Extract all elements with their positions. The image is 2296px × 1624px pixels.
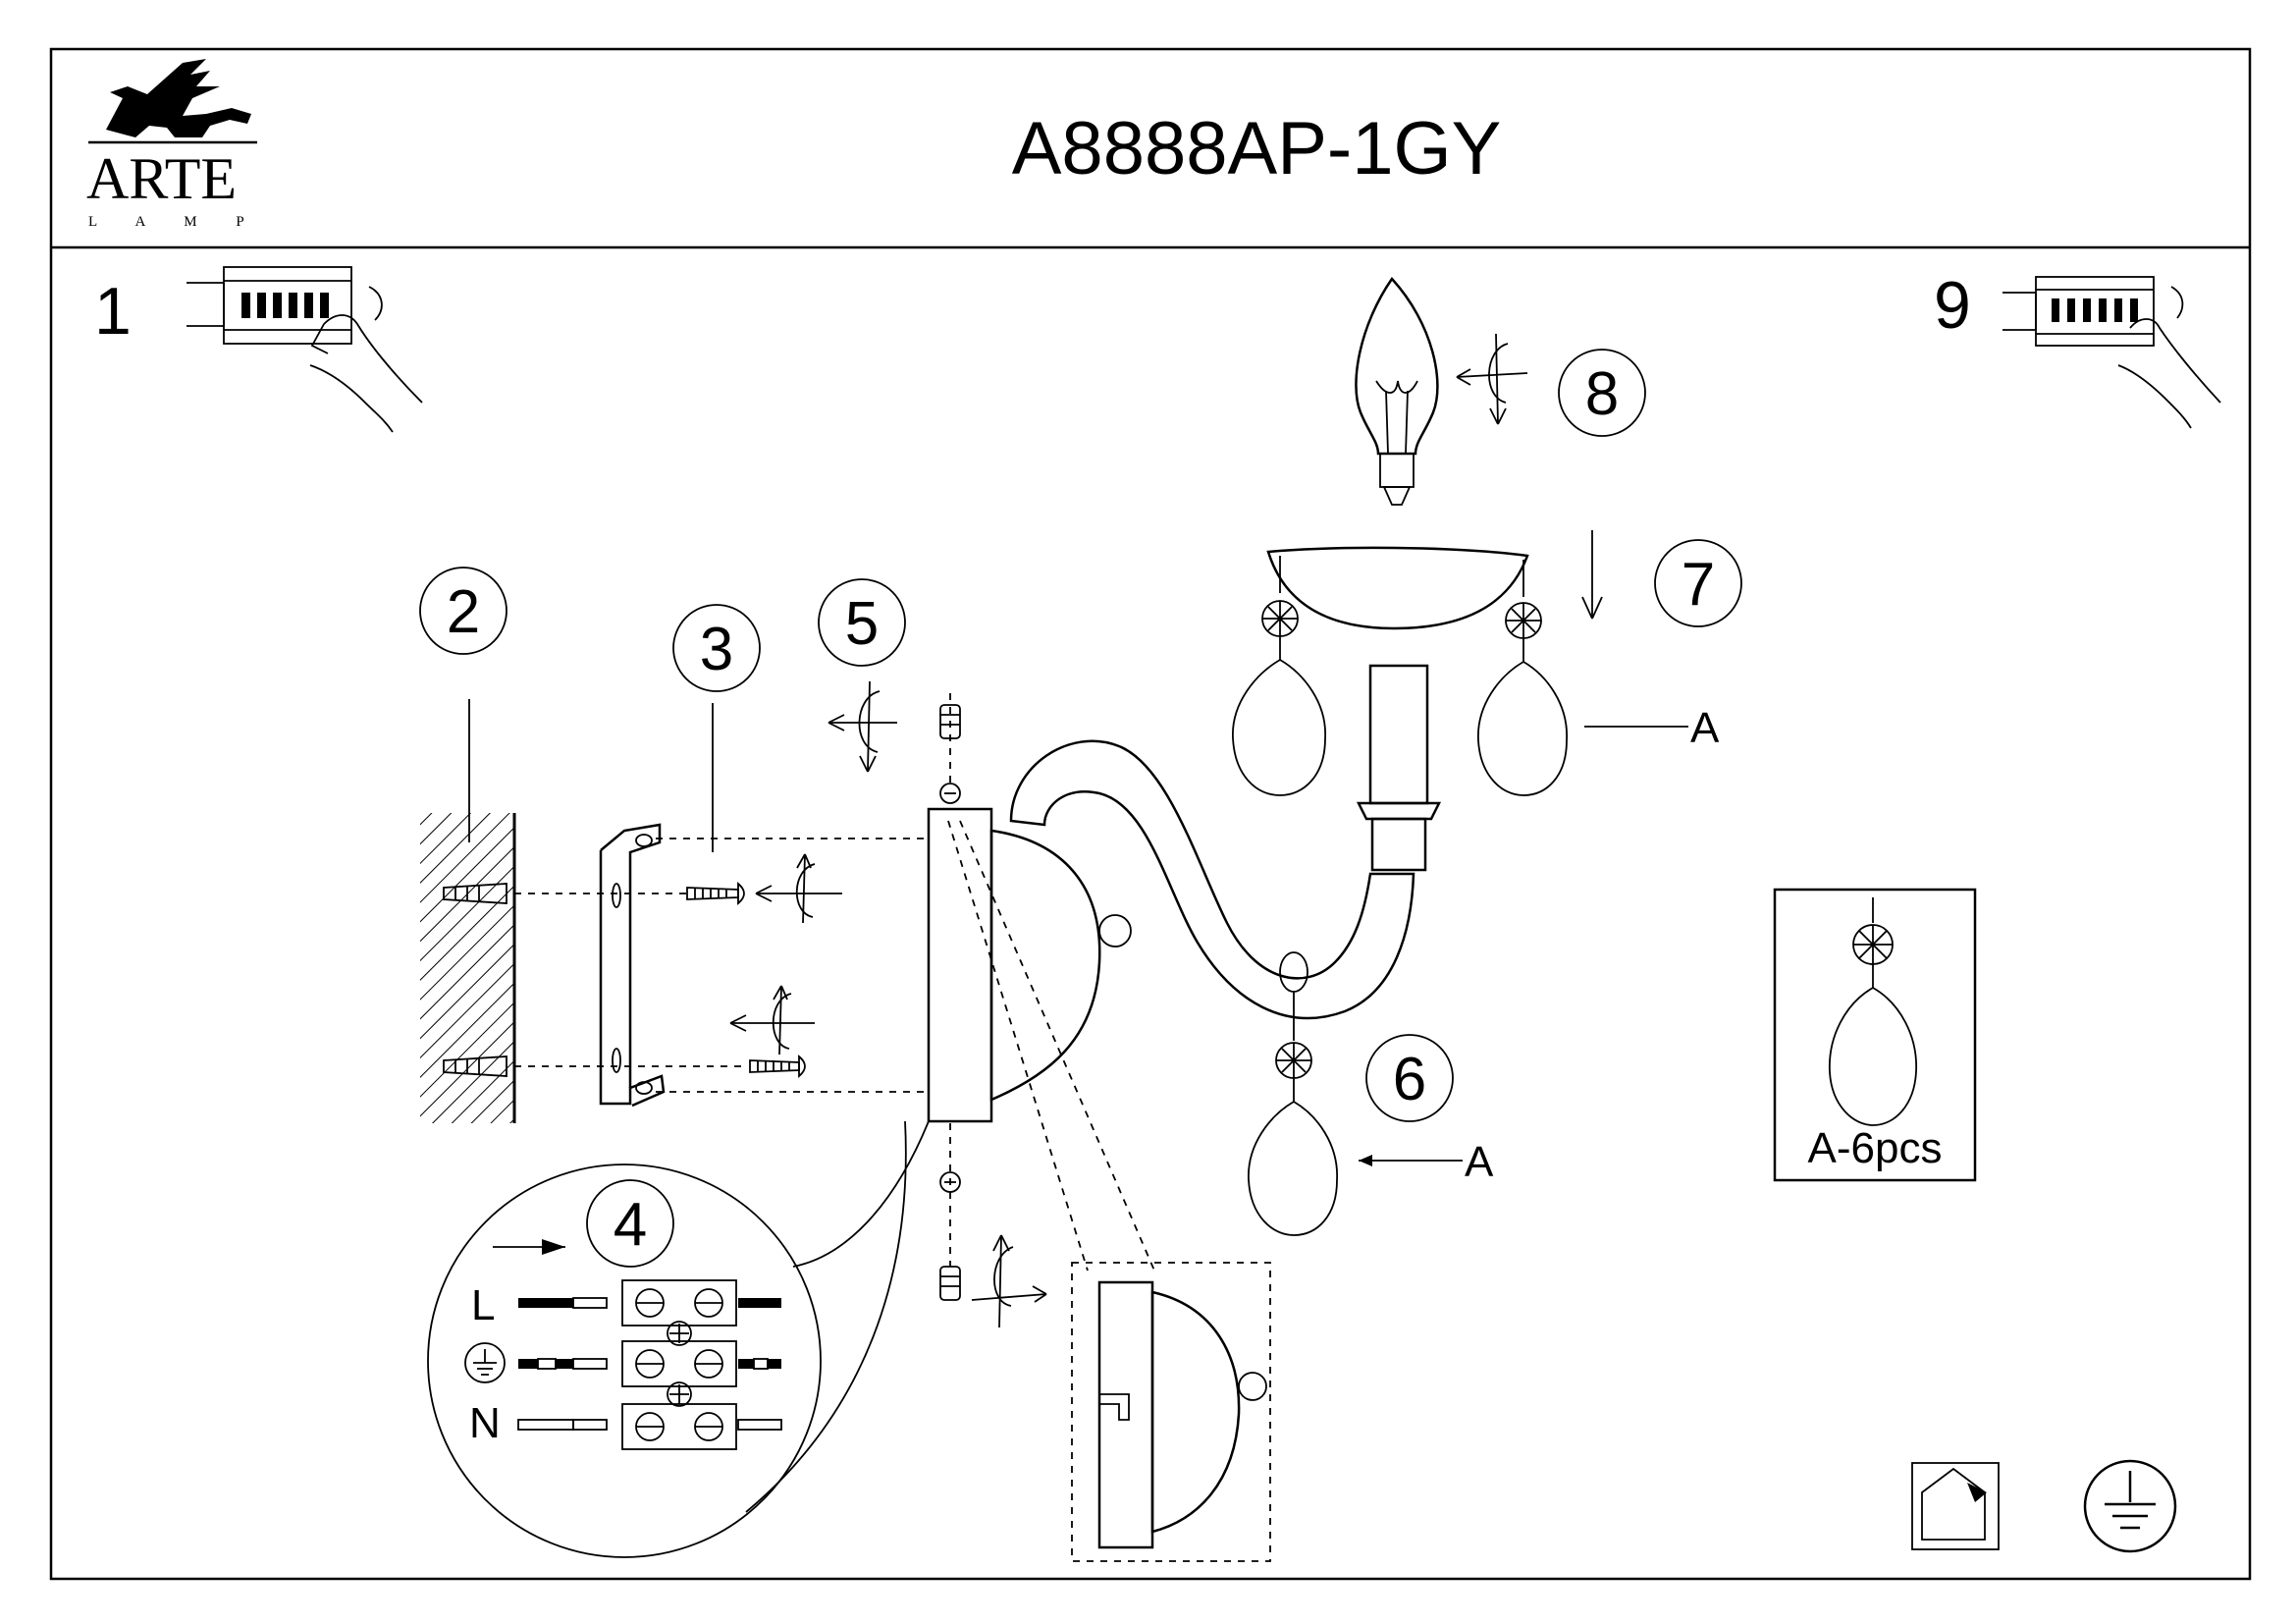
step-8-callout: 8: [1558, 349, 1646, 437]
step-2-callout: 2: [419, 567, 507, 842]
brand-name: ARTE: [86, 146, 237, 211]
pendant-a-label-lower: A: [1465, 1138, 1494, 1186]
model-title: A8888AP-1GY: [1012, 107, 1502, 190]
brand-logo: ARTE L A M P: [86, 59, 262, 230]
outer-frame: [49, 47, 2252, 1581]
drip-pan: [1266, 546, 1529, 630]
step-3-label: 3: [700, 616, 733, 683]
step-7-callout: 7: [1654, 539, 1742, 627]
pendant-crystal-lower: [1248, 992, 1338, 1236]
screw-bottom: [749, 1055, 806, 1078]
step-3-callout: 3: [672, 604, 761, 852]
pendant-count-label: A-6pcs: [1808, 1124, 1943, 1172]
terminal-block: [621, 1279, 737, 1450]
pendant-a-label-upper: A: [1690, 704, 1720, 752]
wall-anchor-bottom: [443, 1056, 507, 1077]
pendant-crystal-right: [1477, 560, 1568, 796]
bulb-icon: [1355, 277, 1439, 506]
candle-sleeve: [1356, 664, 1442, 872]
step-6-label: 6: [1393, 1046, 1426, 1113]
rotate-arrow-icon-3: [971, 1234, 1047, 1328]
magnifier-leader: [792, 1120, 930, 1268]
magnifier-leader-2: [745, 1120, 907, 1513]
wall-hatch: [420, 813, 514, 1123]
pendant-count-box: A-6pcs: [1773, 888, 1977, 1182]
hand-icon-2: [2117, 286, 2221, 429]
cap-screw-bottom: [939, 1123, 961, 1301]
earth-wire: [518, 1358, 781, 1370]
step-9-label: 9: [1934, 268, 1971, 343]
screw-top: [686, 882, 745, 905]
wiring-magnifier: [427, 1164, 822, 1558]
back-plate: [927, 807, 993, 1123]
arrow-right-icon: [493, 1239, 565, 1255]
step-4-label: 4: [614, 1191, 647, 1259]
step-4-callout: 4: [586, 1179, 674, 1268]
step-1-label: 1: [94, 274, 132, 349]
indoor-use-icon: [1911, 1462, 2000, 1550]
pendant-crystal-left: [1232, 556, 1326, 796]
brand-subtitle: L A M P: [88, 214, 262, 230]
step-7-label: 7: [1682, 551, 1715, 619]
curved-arm: [1009, 739, 1415, 1020]
rotate-arrow-icon-5: [828, 680, 897, 773]
hand-icon: [309, 286, 423, 433]
arrow-down-icon: [1581, 530, 1603, 620]
step-6-callout: 6: [1365, 1034, 1454, 1122]
neutral-label: N: [469, 1399, 501, 1447]
wall-anchor-top: [443, 883, 507, 904]
live-wire: [518, 1297, 781, 1309]
step-5-label: 5: [845, 590, 879, 658]
ground-symbol-icon: [2083, 1459, 2177, 1553]
neutral-wire: [517, 1419, 782, 1431]
breaker-switch-icon-2: [2002, 276, 2155, 347]
live-label: L: [471, 1281, 495, 1329]
cap-screw-top: [939, 693, 961, 804]
griffin-icon: [106, 59, 251, 137]
rotate-arrow-icon-8: [1456, 333, 1528, 425]
step-2-label: 2: [447, 578, 480, 646]
earth-symbol-icon: [464, 1342, 506, 1383]
breaker-switch-icon: [187, 266, 352, 345]
step-8-label: 8: [1585, 360, 1619, 428]
canopy-cup: [989, 829, 1101, 1102]
rotate-arrow-icon-2: [729, 985, 815, 1056]
rotate-arrow-icon: [755, 853, 842, 924]
step-5-callout: 5: [818, 578, 906, 667]
detail-inset: [1071, 1262, 1271, 1562]
mounting-bracket: [599, 823, 666, 1108]
